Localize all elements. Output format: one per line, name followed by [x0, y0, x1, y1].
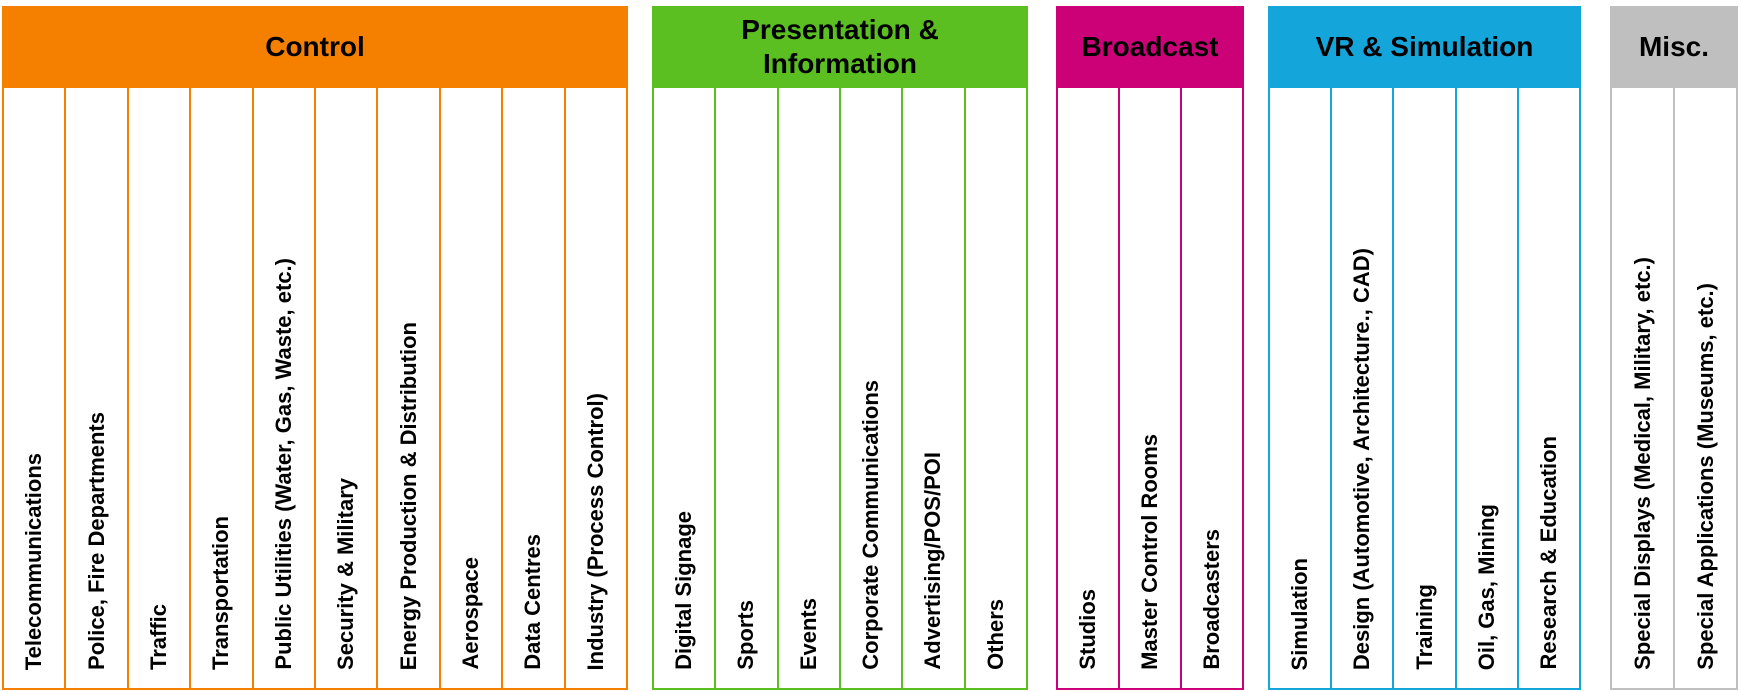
category-item: Events [779, 88, 841, 688]
category-item: Telecommunications [4, 88, 67, 688]
category-item: Aerospace [441, 88, 504, 688]
category-item-label: Special Displays (Medical, Military, etc… [1629, 257, 1655, 670]
category-item-label: Corporate Communications [858, 380, 884, 670]
category-header: Misc. [1610, 6, 1738, 88]
category-header: VR & Simulation [1268, 6, 1581, 88]
category-columns: Special Displays (Medical, Military, etc… [1610, 88, 1738, 690]
category-item: Design (Automotive, Architecture., CAD) [1332, 88, 1395, 688]
category-header: Control [2, 6, 628, 88]
category-item-label: Simulation [1287, 557, 1313, 670]
category-item: Master Control Rooms [1120, 88, 1182, 688]
category-item-label: Design (Automotive, Architecture., CAD) [1349, 247, 1375, 670]
category-item-label: Research & Education [1535, 436, 1561, 670]
category-item-label: Events [795, 597, 821, 670]
category-item: Research & Education [1519, 88, 1579, 688]
category-item-label: Training [1411, 584, 1437, 670]
category-item-label: Police, Fire Departments [83, 412, 109, 670]
category-item-label: Special Applications (Museums, etc.) [1692, 283, 1718, 670]
category-item: Corporate Communications [841, 88, 904, 688]
category-item: Advertising/POS/POI [903, 88, 966, 688]
category-item: Security & Military [316, 88, 379, 688]
category-item: Transportation [191, 88, 254, 688]
category-item-label: Security & Military [333, 478, 359, 670]
category-item-label: Traffic [146, 603, 172, 670]
category-group-misc: Misc. Special Displays (Medical, Military… [1610, 6, 1738, 690]
category-item: Sports [716, 88, 779, 688]
category-item-label: Master Control Rooms [1137, 434, 1162, 670]
category-item-label: Advertising/POS/POI [920, 452, 946, 670]
category-item: Broadcasters [1182, 88, 1242, 688]
category-item-label: Broadcasters [1199, 529, 1224, 670]
category-item-label: Telecommunications [21, 452, 47, 670]
category-item: Public Utilities (Water, Gas, Waste, etc… [254, 88, 317, 688]
category-item: Special Applications (Museums, etc.) [1675, 88, 1736, 688]
category-item-label: Transportation [208, 515, 234, 670]
category-item-label: Sports [733, 600, 759, 670]
category-item: Industry (Process Control) [566, 88, 626, 688]
category-item: Simulation [1270, 88, 1333, 688]
category-item: Others [966, 88, 1026, 688]
category-columns: Telecommunications Police, Fire Departmen… [2, 88, 628, 690]
category-item-label: Public Utilities (Water, Gas, Waste, etc… [270, 258, 296, 670]
category-header: Presentation & Information [652, 6, 1028, 88]
category-item: Digital Signage [654, 88, 717, 688]
category-item: Oil, Gas, Mining [1457, 88, 1519, 688]
category-item-label: Industry (Process Control) [582, 392, 608, 670]
category-item-label: Energy Production & Distribution [395, 321, 421, 670]
category-item-label: Digital Signage [671, 511, 697, 670]
category-item: Special Displays (Medical, Military, etc… [1612, 88, 1675, 688]
category-item: Police, Fire Departments [66, 88, 129, 688]
category-item: Data Centres [503, 88, 566, 688]
category-item-label: Data Centres [520, 534, 546, 670]
category-item: Studios [1058, 88, 1120, 688]
category-columns: Simulation Design (Automotive, Architectu… [1268, 88, 1581, 690]
category-item: Traffic [129, 88, 192, 688]
category-item: Training [1394, 88, 1457, 688]
category-item-label: Oil, Gas, Mining [1473, 503, 1499, 670]
category-header: Broadcast [1056, 6, 1244, 88]
category-item: Energy Production & Distribution [378, 88, 441, 688]
category-item-label: Studios [1075, 589, 1100, 670]
category-columns: Studios Master Control Rooms Broadcasters [1056, 88, 1244, 690]
category-item-label: Aerospace [458, 557, 484, 670]
category-item-label: Others [982, 599, 1008, 670]
